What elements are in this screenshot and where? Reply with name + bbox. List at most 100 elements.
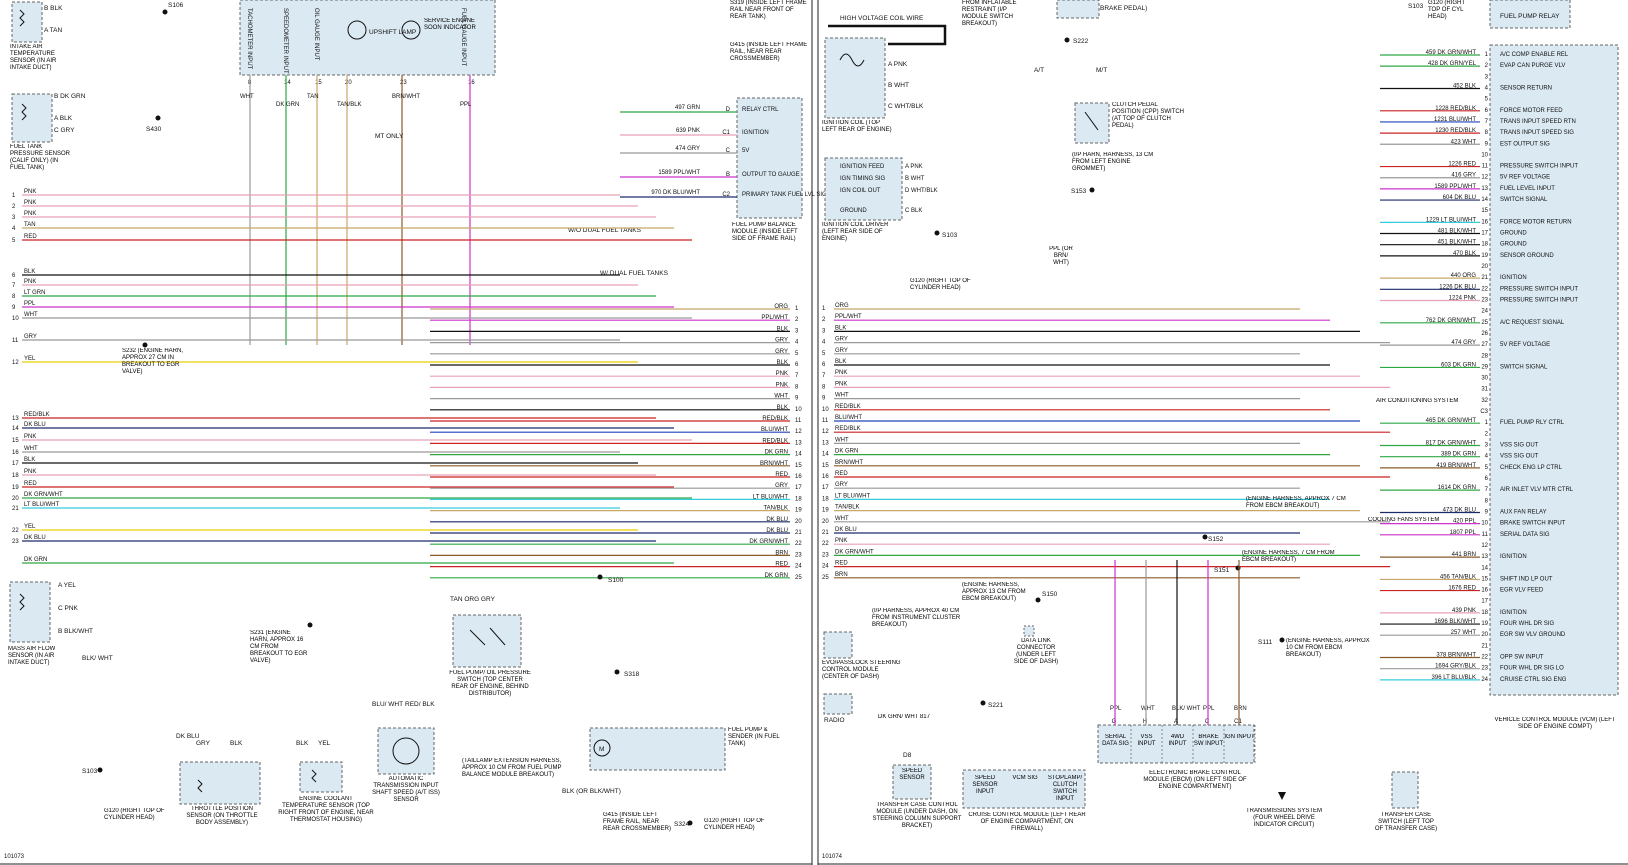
vcm-circuit: 1694 GRY/BLK (1435, 664, 1476, 670)
icd-row: IGN TIMING SIG (840, 176, 886, 182)
wo-dual-label: W/O DUAL FUEL TANKS (568, 227, 642, 234)
cluster-pin: 20 (345, 80, 352, 86)
vcm-circuit: 1589 PPL/WHT (1434, 184, 1476, 190)
vcm-pin: 27 (1481, 342, 1488, 348)
left-pin: 12 (12, 360, 19, 366)
vcm-pin: 18 (1481, 610, 1488, 616)
vcm-pin: 28 (1481, 353, 1488, 359)
right-panel: HIGH VOLTAGE COIL WIRE A PNK B WHT C WHT… (817, 0, 1628, 865)
left-wire-label: PNK (24, 211, 36, 217)
vcm-circuit: 451 BLK/WHT (1438, 240, 1477, 246)
left-pin: 23 (12, 539, 19, 545)
vcm-row: EVAP CAN PURGE VLV (1500, 63, 1565, 69)
left-wire-label: DK BLU (24, 535, 46, 541)
right-edge-pin: 11 (795, 418, 802, 424)
vcm-pin: 15 (1481, 208, 1488, 214)
vcm-row: IGNITION (1500, 275, 1527, 281)
vcm-pin: 12 (1481, 175, 1488, 181)
vcm-pin: 12 (1481, 543, 1488, 549)
brake-pedal-label: BRAKE PEDAL) (1100, 5, 1147, 12)
fpb-circuit: 497 GRN (675, 105, 700, 111)
vcm-pin: 20 (1481, 264, 1488, 270)
maf-pin-c: C PNK (58, 605, 79, 612)
icd-row: IGN COIL OUT (840, 188, 881, 194)
ebcm-wire-label: BLK/ WHT (1172, 706, 1201, 712)
vcm-row: FORCE MOTOR FEED (1500, 108, 1563, 114)
left-wire-label: PNK (24, 469, 36, 475)
vcm-pin: 13 (1481, 186, 1488, 192)
vcm-pin: 22 (1481, 286, 1488, 292)
mt-only-label: MT ONLY (375, 133, 404, 140)
vcm-row: PRESSURE SWITCH INPUT (1500, 297, 1578, 303)
fpb-row: RELAY CTRL (742, 107, 779, 113)
iat-title: INTAKE AIR TEMPERATURE SENSOR (IN AIR IN… (10, 44, 57, 71)
right-edge-wire-label: PPL/WHT (761, 315, 788, 321)
trans-system-label: TRANSMISSIONS SYSTEM (FOUR WHEEL DRIVE I… (1245, 808, 1322, 828)
vcm-pin: 14 (1481, 565, 1488, 571)
icd-row: IGNITION FEED (840, 164, 885, 170)
mid-wire-label: RED (835, 561, 848, 567)
mid-wire-label: PPL/WHT (835, 314, 862, 320)
fpb-pin: D (726, 107, 731, 113)
right-edge-pin: 20 (795, 519, 802, 525)
right-edge-wire-label: RED (775, 472, 788, 478)
speed-sensor-wires: DK GRN/ WHT 817 (878, 714, 930, 720)
left-wire-label: LT GRN (24, 290, 45, 296)
taillamp-label: (TAILLAMP EXTENSION HARNESS, APPROX 10 C… (462, 758, 562, 778)
cluster-wire-label: TAN (307, 94, 319, 100)
left-wire-label: TAN (24, 222, 36, 228)
right-edge-wire-label: GRY (775, 338, 788, 344)
mid-wire-label: RED/BLK (835, 426, 861, 432)
iss-title: AUTOMATIC TRANSMISSION INPUT SHAFT SPEED… (372, 776, 440, 803)
g415b-label: G415 (INSIDE LEFT FRAME RAIL, NEAR REAR … (603, 812, 672, 832)
right-edge-wire-label: BRN/WHT (760, 461, 788, 467)
vcm-row: VSS SIG OUT (1500, 443, 1539, 449)
vcm-pin: 1 (1485, 52, 1489, 58)
right-edge-wire-label: GRY (775, 483, 788, 489)
s100-label: S100 (608, 577, 624, 584)
right-edge-pin: 13 (795, 440, 802, 446)
g415-label: G415 (INSIDE LEFT FRAME RAIL, NEAR REAR … (730, 42, 808, 62)
mid-pin: 23 (822, 552, 829, 558)
ccm-cell: STOPLAMP/ CLUTCH SWITCH INPUT (1047, 775, 1083, 802)
ebcm-title: ELECTRONIC BRAKE CONTROL MODULE (EBCM) (… (1143, 770, 1247, 790)
ip-harn-label: (I/P HARN, HARNESS, 13 CM FROM LEFT ENGI… (1072, 152, 1154, 172)
ftp-pin-b: B DK GRN (54, 93, 86, 100)
s324-label: S324 (674, 821, 690, 828)
vcm-pin: 31 (1481, 387, 1488, 393)
coil-pin-a: A PNK (888, 61, 908, 68)
vcm-pin: 17 (1481, 231, 1488, 237)
vcm-title: VEHICLE CONTROL MODULE (VCM) (LEFT SIDE … (1494, 717, 1616, 730)
right-edge-pin: 18 (795, 496, 802, 502)
ebcm-pin: H (1143, 719, 1147, 725)
maf-sensor: A YEL C PNK B BLK/WHT MASS AIR FLOW SENS… (8, 581, 113, 666)
cpp-switch: CLUTCH PEDAL POSITION (CPP) SWITCH (AT T… (1074, 102, 1184, 144)
vcm-pin: 1 (1485, 420, 1489, 426)
right-edge-wire-label: DK BLU (766, 528, 788, 534)
vcm-pin: 32 (1481, 398, 1488, 404)
g120-right-label: G120 (RIGHT TOP OF CYLINDER HEAD) (910, 278, 971, 291)
ac-system-label: AIR CONDITIONING SYSTEM (1376, 398, 1459, 404)
throttle-position-sensor: DK BLU GRY BLK THROTTLE POSITION SENSOR … (176, 733, 261, 826)
s106-label: S106 (168, 2, 184, 9)
vcm-row: SWITCH SIGNAL (1500, 197, 1548, 203)
vcm-row: GROUND (1500, 231, 1527, 237)
right-edge-pin: 9 (795, 396, 799, 402)
left-wire-label: BLK (24, 457, 35, 463)
tps-w3: BLK (230, 740, 243, 747)
mid-pin: 21 (822, 530, 829, 536)
left-pin: 16 (12, 450, 19, 456)
vcm-circuit: 257 WHT (1451, 630, 1477, 636)
vcm-circuit: 423 WHT (1451, 139, 1477, 145)
vcm-pin: 7 (1485, 487, 1489, 493)
right-edge-pin: 22 (795, 541, 802, 547)
vcm-pin: 19 (1481, 621, 1488, 627)
vcm-pin: 19 (1481, 253, 1488, 259)
vcm-circuit: 1224 PNK (1449, 295, 1476, 301)
fpops-title: FUEL PUMP/ OIL PRESSURE SWITCH (TOP CENT… (449, 670, 531, 697)
hv-wire-label: HIGH VOLTAGE COIL WIRE (840, 15, 924, 22)
vcm-circuit: 1807 PPL (1450, 530, 1477, 536)
mid-pin: 2 (822, 317, 826, 323)
